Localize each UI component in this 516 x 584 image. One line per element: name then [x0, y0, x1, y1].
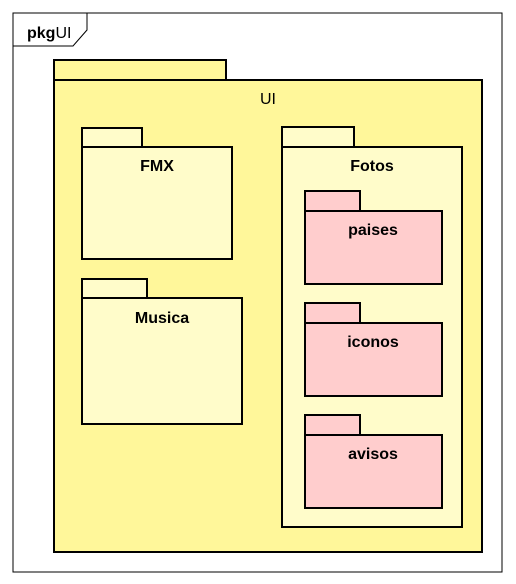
package-fmx-label: FMX: [140, 158, 174, 175]
package-avisos-label: avisos: [348, 446, 398, 463]
package-paises[interactable]: paises: [304, 190, 443, 285]
package-paises-tab: [304, 190, 361, 212]
package-fmx[interactable]: FMX: [81, 127, 233, 260]
package-avisos[interactable]: avisos: [304, 414, 443, 509]
package-musica[interactable]: Musica: [81, 278, 243, 425]
package-ui-label: UI: [260, 91, 276, 108]
package-musica-tab: [81, 278, 148, 299]
frame-title: pkgUI: [27, 25, 71, 42]
package-iconos-body: [304, 322, 443, 397]
package-iconos-label: iconos: [347, 334, 399, 351]
package-paises-label: paises: [348, 222, 398, 239]
package-musica-label: Musica: [135, 310, 189, 327]
package-paises-body: [304, 210, 443, 285]
package-fmx-tab: [81, 127, 143, 148]
package-fmx-body: [81, 146, 233, 260]
package-fotos-tab: [281, 126, 355, 148]
frame-name-tab: [12, 12, 88, 47]
frame-keyword: pkg: [27, 25, 55, 42]
package-musica-body: [81, 297, 243, 425]
frame-name: UI: [55, 25, 71, 42]
package-avisos-body: [304, 434, 443, 509]
package-fotos-label: Fotos: [350, 158, 394, 175]
package-avisos-tab: [304, 414, 361, 436]
package-iconos[interactable]: iconos: [304, 302, 443, 397]
package-ui-tab: [53, 59, 227, 81]
package-iconos-tab: [304, 302, 361, 324]
